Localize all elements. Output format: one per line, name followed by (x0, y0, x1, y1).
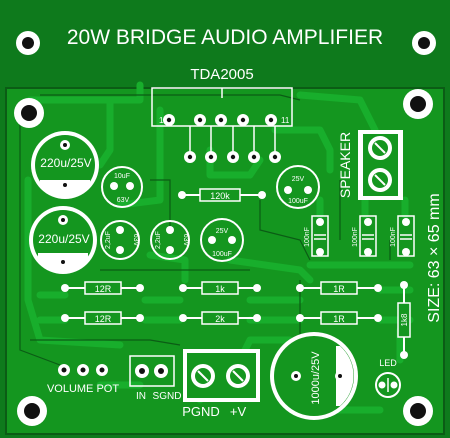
ic-label: TDA2005 (190, 66, 253, 83)
resistor-2k: 2k (179, 311, 261, 325)
capacitor-2u2-b: 2,2uF 63V (150, 220, 190, 260)
capacitor-100nf-c-label: 100nF (390, 227, 397, 247)
resistor-12r-b: 12R (61, 311, 144, 325)
capacitor-100nf-a-label: 100nF (304, 227, 311, 247)
capacitor-2u2-a-voltage: 63V (132, 234, 139, 247)
capacitor-100uf-mid-voltage: 25V (216, 228, 229, 235)
capacitor-10uf-value: 10uF (114, 173, 130, 180)
resistor-1k-label: 1k (215, 284, 225, 294)
capacitor-220u-b-label: 220u/25V (38, 232, 89, 246)
resistor-12r-a: 12R (61, 281, 144, 295)
mounting-hole-tl (16, 31, 40, 55)
capacitor-220u-a: 220u/25V (31, 131, 99, 199)
capacitor-100uf-mid-value: 100uF (212, 251, 232, 258)
mounting-hole-tr (412, 31, 436, 55)
capacitor-100uf-right: 25V 100uF (276, 165, 320, 209)
copper-traces-thin (19, 94, 391, 366)
capacitor-2u2-b-value: 2,2uF (155, 231, 162, 249)
capacitor-100nf-b: 100nF (352, 215, 377, 257)
volume-pot-pads: VOLUME POT (47, 364, 119, 395)
capacitor-100nf-a: 100nF (304, 215, 329, 257)
mounting-hole-bl (17, 396, 47, 426)
power-terminal: PGND +V (182, 349, 260, 419)
capacitor-220u-b: 220u/25V (29, 206, 97, 274)
power-ground-label: PGND (182, 404, 220, 419)
capacitor-10uf-voltage: 63V (117, 197, 130, 204)
ic-pin-first: 1 (159, 116, 164, 125)
capacitor-1000uf-label: 1000u/25V (310, 351, 322, 405)
led: LED (375, 358, 401, 398)
plus-v-label: +V (230, 404, 247, 419)
resistor-1k: 1k (179, 281, 261, 295)
mounting-hole-ml (14, 98, 44, 128)
resistor-12r-b-label: 12R (95, 314, 112, 324)
resistor-120k-label: 120k (210, 191, 230, 201)
resistor-1k8: 1k8 (397, 281, 411, 359)
mounting-hole-mr (403, 89, 433, 119)
capacitor-2u2-b-voltage: 63V (182, 234, 189, 247)
ic-footprint: 1 11 (151, 87, 293, 163)
volume-pot-label: VOLUME POT (47, 383, 119, 395)
capacitor-220u-a-label: 220u/25V (40, 156, 91, 170)
capacitor-100uf-mid: 25V 100uF (200, 218, 244, 262)
input-terminal: IN SGND (129, 355, 182, 402)
resistor-2k-label: 2k (215, 314, 225, 324)
capacitor-10uf: 10uF 63V (101, 166, 143, 208)
speaker-terminal: SPEAKER (337, 130, 403, 200)
speaker-label: SPEAKER (337, 132, 353, 198)
resistor-12r-a-label: 12R (95, 284, 112, 294)
board-size-label: SIZE: 63 × 65 mm (426, 193, 443, 322)
capacitor-1000uf: 1000u/25V (270, 332, 358, 420)
capacitor-100uf-right-value: 100uF (288, 198, 308, 205)
resistor-1r-b: 1R (296, 311, 382, 325)
signal-ground-label: SGND (153, 391, 182, 402)
led-label: LED (379, 358, 397, 368)
capacitor-100nf-b-label: 100nF (352, 227, 359, 247)
capacitor-2u2-a-value: 2,2uF (105, 231, 112, 249)
resistor-1r-b-label: 1R (333, 314, 345, 324)
capacitor-100uf-right-voltage: 25V (292, 176, 305, 183)
resistor-1k8-label: 1k8 (400, 313, 409, 326)
mounting-hole-br (403, 396, 433, 426)
ic-pin-last: 11 (281, 116, 290, 125)
input-label: IN (136, 391, 146, 402)
resistor-120k: 120k (178, 188, 266, 202)
board-title: 20W BRIDGE AUDIO AMPLIFIER (67, 26, 383, 49)
resistor-1r-a: 1R (296, 281, 382, 295)
capacitor-2u2-a: 2,2uF 63V (100, 220, 140, 260)
capacitor-100nf-c: 100nF (390, 215, 415, 257)
resistor-1r-a-label: 1R (333, 284, 345, 294)
